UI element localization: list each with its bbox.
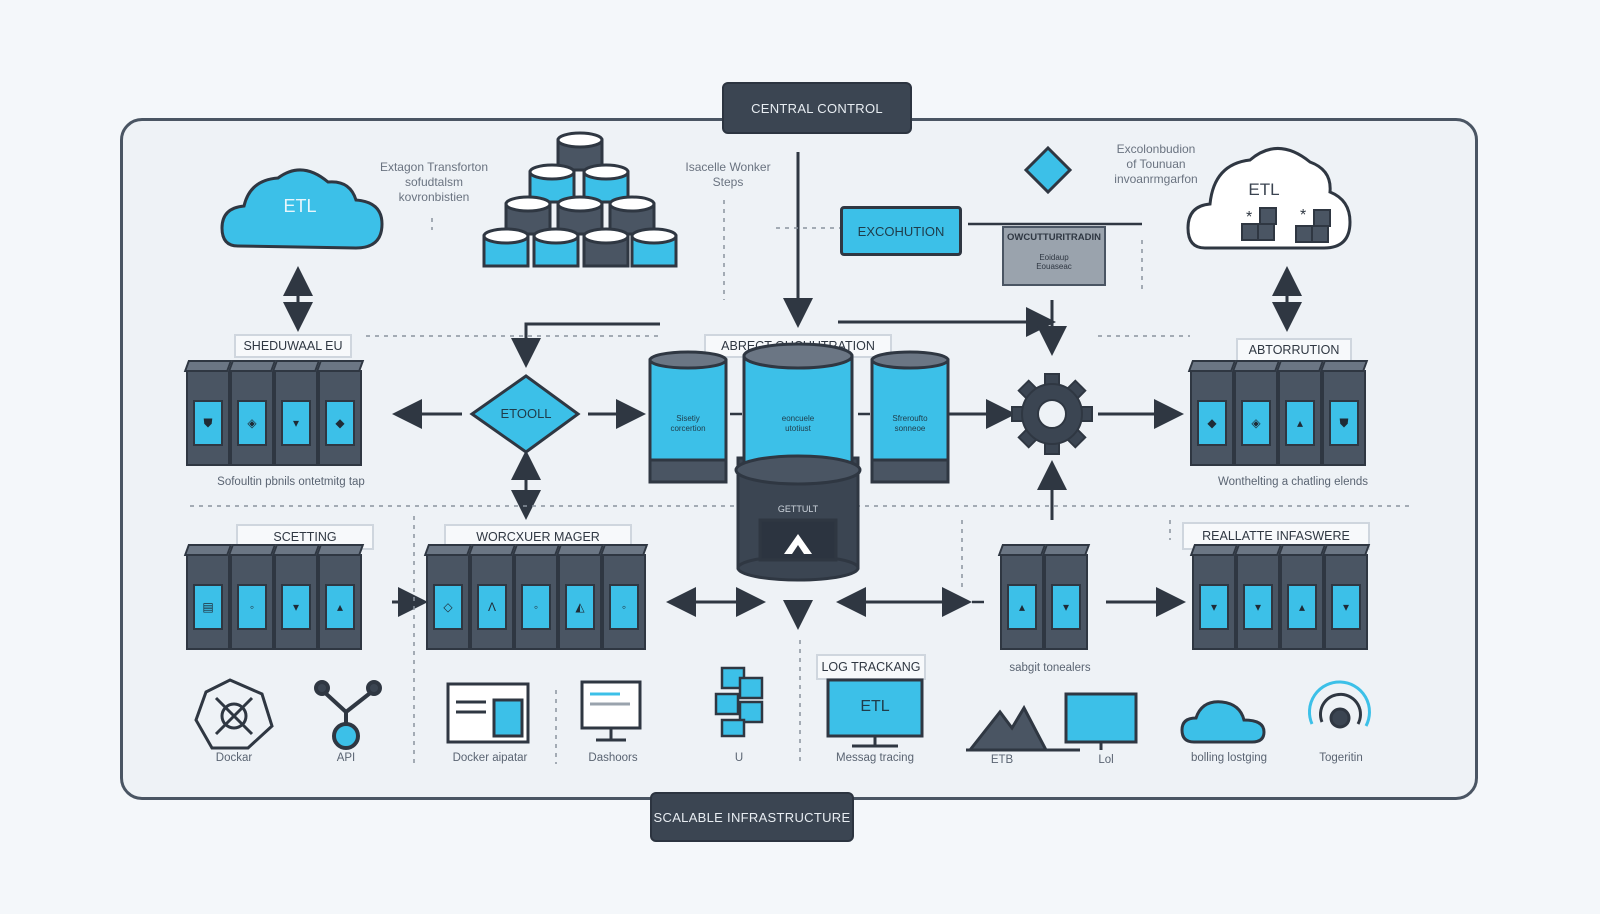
cyl-base-text: GETTULT xyxy=(777,504,819,514)
execution-panel-sub-2: Eouaseac xyxy=(1036,262,1072,271)
docker-icon xyxy=(194,678,274,750)
diamond-label: ETOOLL xyxy=(500,406,552,421)
monitor-label: ETL xyxy=(860,698,890,715)
server: ▾ xyxy=(1321,544,1371,650)
mountain-icon xyxy=(966,704,1080,752)
execution-panel-title: OWCUTTURITRADIN xyxy=(1007,232,1101,243)
scalable-infrastructure-footer: SCALABLE INFRASTRUCTURE xyxy=(650,792,854,842)
server: ▾ xyxy=(271,544,321,650)
server: ◈ xyxy=(227,360,277,466)
server: ◦ xyxy=(511,544,561,650)
api-icon xyxy=(314,680,382,750)
arrow-loop-left xyxy=(511,322,660,368)
dashboard-icon xyxy=(580,680,642,742)
execution-panel-sub-1: Eoidaup xyxy=(1039,253,1069,262)
server: ◆ xyxy=(315,360,365,466)
server: ◦ xyxy=(227,544,277,650)
central-control-header: CENTRAL CONTROL xyxy=(722,82,912,134)
server: ▤ xyxy=(183,544,233,650)
server: ◆ xyxy=(1187,360,1237,466)
rack-scheduler: ⛊ ◈ ▾ ◆ xyxy=(183,360,365,466)
server: ▾ xyxy=(271,360,321,466)
server: ⛊ xyxy=(183,360,233,466)
screen-icon xyxy=(1064,692,1138,750)
cubes-stack-icon xyxy=(714,666,764,738)
caption-abstraction: Wonthelting a chatling elends xyxy=(1217,476,1369,488)
server: ▾ xyxy=(1041,544,1091,650)
cloud-left-label: ETL xyxy=(283,196,317,216)
execution-panel: OWCUTTURITRADIN Eoidaup Eouaseac xyxy=(1002,226,1106,286)
bottom-label-1: API xyxy=(336,752,356,764)
server: ▴ xyxy=(1277,544,1327,650)
svg-text:*: * xyxy=(1300,207,1306,224)
window-icon xyxy=(446,682,530,744)
rack-realtime: ▾ ▾ ▴ ▾ xyxy=(1189,544,1371,650)
rack-tunnels: ▴ ▾ xyxy=(997,544,1091,650)
cloud-right-label: ETL xyxy=(1248,180,1280,199)
server: ◈ xyxy=(1231,360,1281,466)
caption-tunnels: sabgit tonealers xyxy=(1009,662,1091,674)
bottom-label-2: Docker aipatar xyxy=(452,752,528,764)
server: ▴ xyxy=(997,544,1047,650)
bottom-label-7: Lol xyxy=(1098,754,1114,766)
radar-icon xyxy=(1308,680,1371,729)
server: ▾ xyxy=(1233,544,1283,650)
rack-abstraction: ◆ ◈ ▴ ⛊ xyxy=(1187,360,1369,466)
monitor-icon xyxy=(826,678,924,748)
bottom-label-0: Dockar xyxy=(215,752,253,764)
execution-button[interactable]: EXCOHUTION xyxy=(840,206,962,256)
server: ⛊ xyxy=(1319,360,1369,466)
rack-scripting: ▤ ◦ ▾ ▴ xyxy=(183,544,365,650)
server: ◇ xyxy=(423,544,473,650)
label-log-tracking: LOG TRACKANG xyxy=(816,654,926,680)
server: ▴ xyxy=(315,544,365,650)
bottom-label-5: Messag tracing xyxy=(836,752,914,764)
rack-worker-manager: ◇ Λ ◦ ◭ ◦ xyxy=(423,544,649,650)
server: Λ xyxy=(467,544,517,650)
server: ◦ xyxy=(599,544,649,650)
caption-scheduler: Sofoultin pbnils ontetmitg tap xyxy=(217,476,365,488)
bottom-label-9: Togeritin xyxy=(1319,752,1363,764)
cloud-small-icon xyxy=(1180,700,1266,744)
server: ▾ xyxy=(1189,544,1239,650)
server: ▴ xyxy=(1275,360,1325,466)
label-scheduler: SHEDUWAAL EU xyxy=(234,334,352,358)
bottom-label-8: bolling lostging xyxy=(1190,752,1268,764)
svg-text:*: * xyxy=(1246,209,1252,226)
bottom-label-3: Dashoors xyxy=(588,752,638,764)
bottom-label-4: U xyxy=(734,752,744,764)
bottom-label-6: ETB xyxy=(990,754,1014,766)
server: ◭ xyxy=(555,544,605,650)
